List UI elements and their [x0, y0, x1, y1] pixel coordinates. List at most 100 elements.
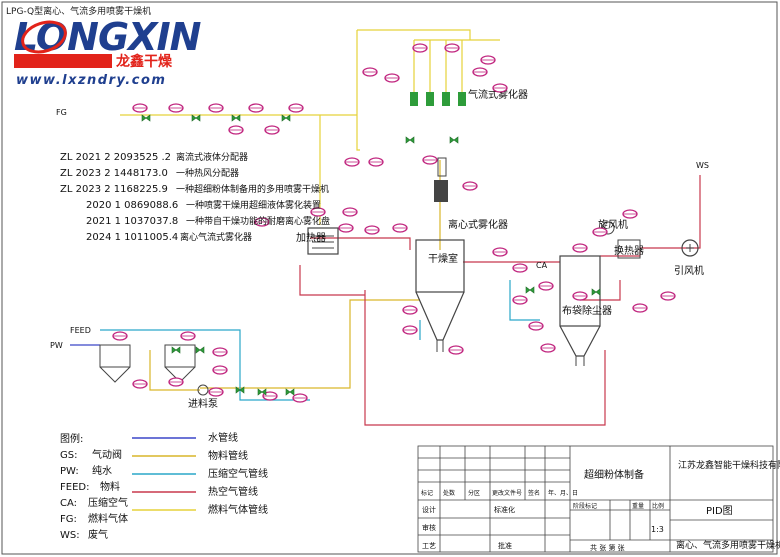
legend-line-label: 水管线: [208, 431, 238, 444]
valve-icon: [171, 346, 181, 354]
tb-ratio: 比例: [652, 502, 664, 510]
valve-icon: [525, 286, 535, 294]
valve-icon: [191, 114, 201, 122]
legend-desc: 物料: [100, 480, 120, 493]
pneumatic-atomizer-label: 气流式雾化器: [468, 88, 528, 101]
patent-list: ZL 2021 2 2093525 .2 离流式液体分配器 ZL 2023 2 …: [60, 151, 330, 243]
tb-header: 更改文件号: [492, 489, 522, 497]
logo-swoosh-icon: [21, 20, 67, 54]
patent-number: 2024 1 1011005.4: [86, 232, 178, 243]
patent-number: 2021 1 1037037.8: [86, 216, 178, 227]
valve-icon: [591, 288, 601, 296]
title-block-text: 超细粉体制备 江苏龙鑫智能干燥科技有限公司 PID图 离心、气流多用喷雾干燥机 …: [421, 459, 780, 552]
project-name: 超细粉体制备: [584, 468, 644, 481]
legend-desc: 废气: [88, 528, 108, 541]
legend-line-label: 压缩空气管线: [208, 467, 268, 480]
compressed-air-main: [100, 329, 310, 401]
valve-icon: [405, 136, 415, 144]
valve-icon: [449, 136, 459, 144]
feed-pump-label: 进料泵: [188, 397, 218, 410]
heater: 加热器: [296, 227, 339, 255]
legend-line-label: 物料管线: [208, 449, 248, 462]
material-line-top: [357, 29, 471, 40]
ca-tag: CA: [536, 261, 548, 270]
feed-tank-line: [149, 350, 200, 391]
ws-tag: WS: [696, 161, 709, 170]
legend-title: 图例:: [60, 432, 83, 445]
legend-code: FEED:: [60, 482, 89, 493]
hot-air-inlet: [310, 237, 411, 250]
tb-header: 标记: [421, 489, 433, 497]
heater-bypass: [299, 265, 365, 296]
patent-title: 离流式液体分配器: [176, 151, 248, 163]
brand-cn-name: 龙鑫干燥: [115, 53, 173, 70]
patent-title: 一种热风分配器: [176, 167, 239, 179]
feed-line: [200, 299, 420, 389]
logo-red-bar: [14, 54, 112, 68]
patent-number: ZL 2023 2 1448173.0: [60, 168, 168, 179]
legend-code: PW:: [60, 466, 79, 477]
tb-sheets: 共 张 第 张: [590, 543, 625, 552]
drying-chamber: 干燥室: [415, 239, 465, 352]
patent-number: 2020 1 0869088.6: [86, 200, 178, 211]
scale-value: 1:3: [651, 525, 664, 534]
filter-side-line: [580, 280, 621, 301]
return-air-line: [364, 290, 606, 426]
legend-code: CA:: [60, 498, 77, 509]
pneumatic-atomizer: 气流式雾化器: [410, 88, 528, 106]
tb-header: 年、月、日: [548, 489, 578, 497]
company-name: 江苏龙鑫智能干燥科技有限公司: [678, 459, 780, 471]
legend-code: GS:: [60, 450, 77, 461]
patent-title: 一种超细粉体制备用的多用喷雾干燥机: [176, 183, 329, 195]
feed-pump: 进料泵: [188, 384, 218, 410]
tb-check: 审核: [422, 523, 436, 532]
brand-logo: LONGXIN 龙鑫干燥 www.lxzndry.com: [14, 15, 202, 88]
legend-line-label: 燃料气体管线: [208, 503, 268, 516]
valve-icon: [141, 114, 151, 122]
tb-header: 分区: [468, 489, 480, 497]
legend-code: WS:: [60, 530, 80, 541]
patent-title: 一种带自干燥功能的耐磨离心雾化盘: [186, 215, 330, 227]
heater-label: 加热器: [296, 231, 326, 244]
tb-process: 工艺: [422, 542, 436, 550]
machine-name: 离心、气流多用喷雾干燥机: [676, 539, 780, 551]
bag-filter-label: 布袋除尘器: [562, 304, 612, 317]
valve-icon: [257, 388, 267, 396]
brand-website: www.lxzndry.com: [16, 73, 166, 88]
title-block: [417, 445, 774, 553]
legend-code: FG:: [60, 514, 77, 525]
valve-icon: [231, 114, 241, 122]
legend-desc: 燃料气体: [88, 512, 128, 525]
valve-icon: [285, 388, 295, 396]
drying-chamber-label: 干燥室: [428, 252, 458, 265]
cyclone-fan-label: 旋风机: [598, 218, 628, 231]
patent-number: ZL 2021 2 2093525 .2: [60, 152, 171, 163]
tb-standardize: 标准化: [494, 505, 515, 514]
drawing-name: PID图: [706, 505, 733, 517]
patent-title: 离心气流式雾化器: [180, 231, 252, 243]
legend-line-label: 热空气管线: [208, 485, 258, 498]
pw-tag: PW: [50, 341, 63, 350]
patent-number: ZL 2023 2 1168225.9: [60, 184, 168, 195]
valve-icon: [195, 346, 205, 354]
instrument-group: [112, 43, 676, 403]
tb-design: 设计: [422, 505, 436, 514]
patent-title: 一种喷雾干燥用超细液体雾化装置: [186, 199, 321, 211]
legend-desc: 气动阀: [92, 448, 122, 461]
tb-weight: 重量: [632, 502, 644, 510]
exhaust-fan-label: 引风机: [674, 264, 704, 277]
heat-exchanger: 换热器: [614, 239, 644, 259]
exhaust-fan: 引风机: [674, 239, 704, 277]
fan-exhaust: [690, 175, 701, 249]
drawing-code: LPG-Q型离心、气流多用喷雾干燥机: [6, 5, 151, 17]
feed-tag: FEED: [70, 326, 91, 335]
legend: 图例: GS: 气动阀 PW: 纯水 FEED: 物料 CA: 压缩空气 FG:…: [60, 431, 268, 541]
tb-header: 签名: [528, 489, 540, 497]
tb-stage-mark: 阶段标记: [573, 502, 597, 510]
fg-tag: FG: [56, 108, 67, 117]
tb-header: 处数: [443, 489, 455, 497]
compressed-air-filter: [509, 280, 540, 321]
tb-approve: 批准: [498, 541, 512, 550]
